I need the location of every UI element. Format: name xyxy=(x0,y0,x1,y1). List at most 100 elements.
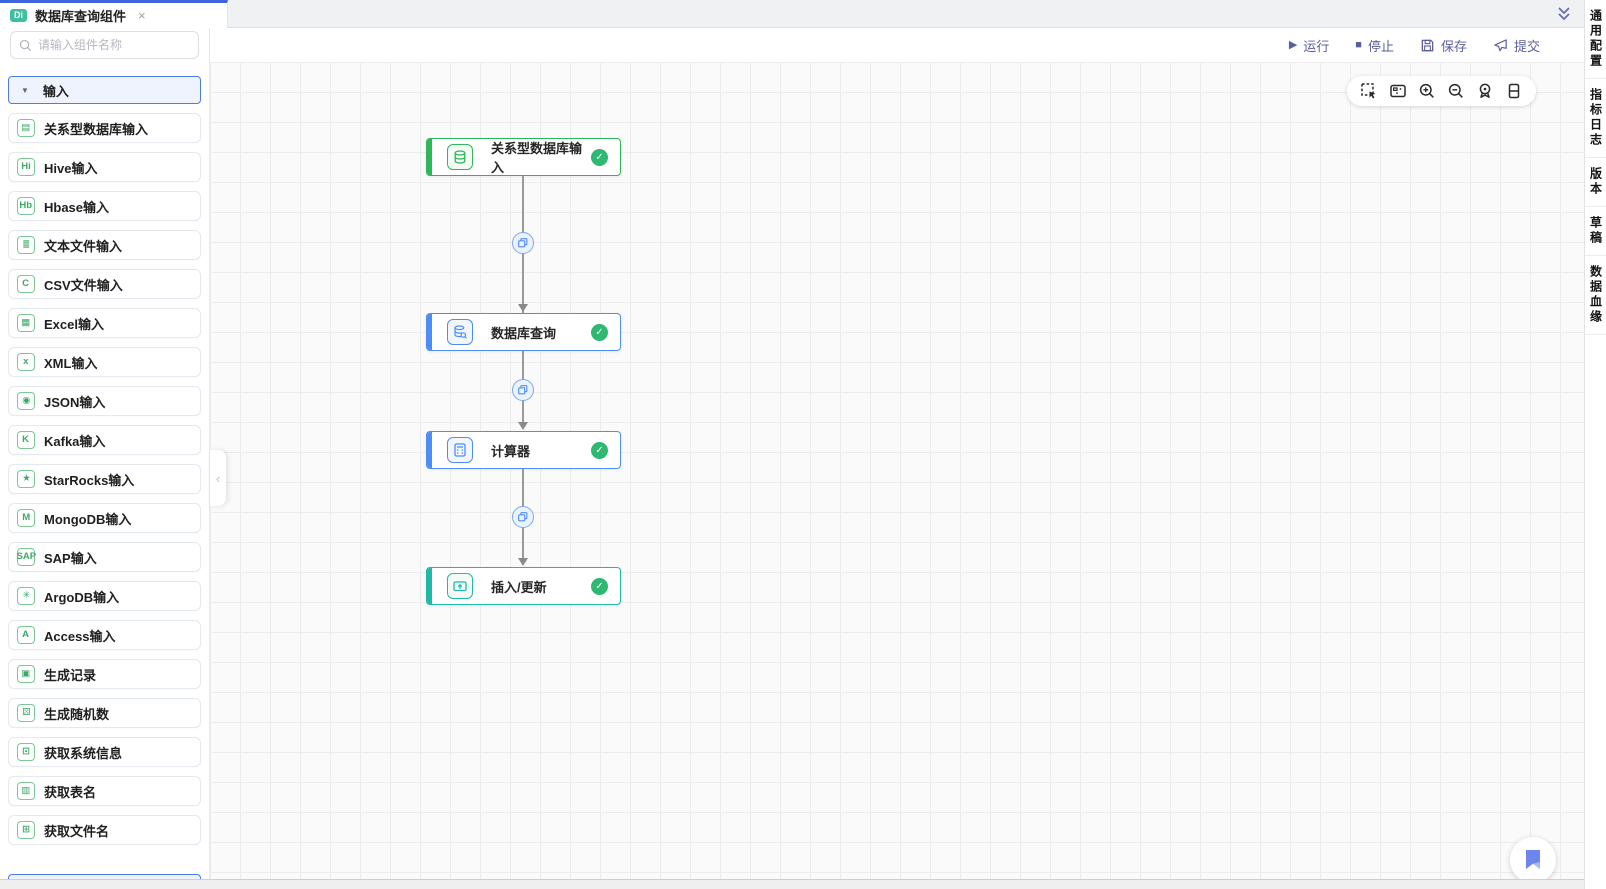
component-list-item[interactable]: ▥ 获取表名 xyxy=(8,776,201,806)
component-list-item[interactable]: x XML输入 xyxy=(8,347,201,377)
right-panel-tab[interactable]: 指标日志 xyxy=(1585,79,1606,158)
right-panel-tab[interactable]: 版本 xyxy=(1585,158,1606,207)
sidebar-collapse-handle[interactable]: ‹ xyxy=(210,450,226,506)
submit-label: 提交 xyxy=(1513,38,1540,54)
stop-button[interactable]: ■ 停止 xyxy=(1355,36,1394,55)
marquee-select-icon[interactable] xyxy=(1360,82,1378,100)
component-icon: SAP xyxy=(16,548,36,566)
save-label: 保存 xyxy=(1440,38,1467,54)
component-list-item[interactable]: ▣ 生成记录 xyxy=(8,659,201,689)
component-label: MongoDB输入 xyxy=(44,511,132,527)
paper-plane-icon xyxy=(1494,38,1507,51)
zoom-in-icon[interactable] xyxy=(1418,82,1436,100)
arrow-down-icon xyxy=(518,422,528,430)
tab-database-query-component[interactable]: Di 数据库查询组件 × xyxy=(0,0,228,28)
component-list-item[interactable]: ⊞ 获取文件名 xyxy=(8,815,201,845)
node-label: 数据库查询 xyxy=(491,325,557,341)
node-insert-update[interactable]: 插入/更新 ✓ xyxy=(426,567,621,605)
component-label: 获取文件名 xyxy=(44,823,110,839)
component-search[interactable] xyxy=(10,31,199,59)
stop-label: 停止 xyxy=(1367,38,1394,54)
component-list-item[interactable]: A Access输入 xyxy=(8,620,201,650)
arrow-down-icon xyxy=(518,304,528,312)
component-label: ArgoDB输入 xyxy=(44,589,120,605)
node-accent-bar xyxy=(427,568,432,604)
connector-copy-button[interactable] xyxy=(512,379,534,401)
component-list-item[interactable]: ✳ ArgoDB输入 xyxy=(8,581,201,611)
right-panel-tab[interactable]: 草稿 xyxy=(1585,207,1606,256)
component-list-item[interactable]: M MongoDB输入 xyxy=(8,503,201,533)
success-check-icon: ✓ xyxy=(591,577,608,595)
flow-canvas[interactable]: 关系型数据库输入 ✓ 数据库查询 ✓ 计算器 ✓ xyxy=(210,62,1584,879)
success-check-icon: ✓ xyxy=(591,148,608,166)
connector-copy-button[interactable] xyxy=(512,506,534,528)
copy-icon xyxy=(518,385,528,395)
copy-icon xyxy=(518,512,528,522)
component-icon: ✳ xyxy=(17,587,35,605)
submit-button[interactable]: 提交 xyxy=(1493,36,1540,55)
success-check-icon: ✓ xyxy=(591,323,608,341)
run-button[interactable]: ▶ 运行 xyxy=(1289,36,1329,55)
section-header-input[interactable]: ▼ 输入 xyxy=(8,76,201,104)
chevron-double-down-icon[interactable] xyxy=(1554,5,1574,23)
right-panel-tab[interactable]: 数据血缘 xyxy=(1585,256,1606,335)
locate-fit-icon[interactable] xyxy=(1476,82,1494,100)
component-list-item[interactable]: ⊡ 获取系统信息 xyxy=(8,737,201,767)
canvas-zoom-toolbar xyxy=(1347,76,1536,106)
component-list-item[interactable]: Hb Hbase输入 xyxy=(8,191,201,221)
component-icon: ▤ xyxy=(17,119,35,137)
component-icon: ◉ xyxy=(17,392,35,410)
component-label: 获取系统信息 xyxy=(44,745,123,761)
run-label: 运行 xyxy=(1303,38,1330,54)
component-list-item[interactable]: ★ StarRocks输入 xyxy=(8,464,201,494)
save-button[interactable]: 保存 xyxy=(1420,36,1467,55)
component-icon: ★ xyxy=(17,470,35,488)
component-label: Kafka输入 xyxy=(44,433,106,449)
component-list-item[interactable]: ⚄ 生成随机数 xyxy=(8,698,201,728)
chevron-down-icon: ▼ xyxy=(21,85,29,95)
component-list-item[interactable]: K Kafka输入 xyxy=(8,425,201,455)
component-label: 生成记录 xyxy=(44,667,97,683)
zoom-out-icon[interactable] xyxy=(1447,82,1465,100)
tab-bar: Di 数据库查询组件 × xyxy=(0,0,1584,28)
component-list-item[interactable]: C CSV文件输入 xyxy=(8,269,201,299)
action-toolbar: ▶ 运行 ■ 停止 保存 提交 xyxy=(210,28,1584,62)
connector-copy-button[interactable] xyxy=(512,232,534,254)
component-icon: x xyxy=(17,353,35,371)
component-list-item[interactable]: ≣ 文本文件输入 xyxy=(8,230,201,260)
component-icon: ≣ xyxy=(17,236,35,254)
component-list-item[interactable]: ▦ Excel输入 xyxy=(8,308,201,338)
node-label: 计算器 xyxy=(491,443,531,459)
node-label: 关系型数据库输入 xyxy=(491,141,583,175)
node-accent-bar xyxy=(427,314,432,350)
right-panel-tab[interactable]: 通用配置 xyxy=(1585,0,1606,79)
minimap-icon[interactable] xyxy=(1389,82,1407,100)
component-label: Hive输入 xyxy=(44,160,98,176)
node-database-query[interactable]: 数据库查询 ✓ xyxy=(426,313,621,351)
chevron-left-icon: ‹ xyxy=(215,470,221,486)
database-query-icon xyxy=(447,319,473,345)
component-list-item[interactable]: ▤ 关系型数据库输入 xyxy=(8,113,201,143)
search-input[interactable] xyxy=(38,38,190,52)
close-icon[interactable]: × xyxy=(138,8,146,23)
bookmark-view-icon[interactable] xyxy=(1505,82,1523,100)
node-relational-db-input[interactable]: 关系型数据库输入 ✓ xyxy=(426,138,621,176)
component-icon: Hi xyxy=(17,158,35,176)
component-label: SAP输入 xyxy=(44,550,97,566)
note-bookmark-button[interactable] xyxy=(1510,837,1556,879)
node-calculator[interactable]: 计算器 ✓ xyxy=(426,431,621,469)
component-label: Hbase输入 xyxy=(44,199,110,215)
node-label: 插入/更新 xyxy=(491,579,547,595)
insert-update-icon xyxy=(447,573,473,599)
component-list-item[interactable]: SAP SAP输入 xyxy=(8,542,201,572)
component-list-item[interactable]: Hi Hive输入 xyxy=(8,152,201,182)
component-list-item[interactable]: ◉ JSON输入 xyxy=(8,386,201,416)
di-badge: Di xyxy=(10,9,27,22)
component-label: 获取表名 xyxy=(44,784,97,800)
bookmark-icon xyxy=(1526,850,1540,869)
component-label: Access输入 xyxy=(44,628,116,644)
component-icon: Hb xyxy=(17,197,35,215)
component-label: CSV文件输入 xyxy=(44,277,123,293)
bottom-scrollbar-track[interactable] xyxy=(0,879,1584,889)
component-label: 文本文件输入 xyxy=(44,238,123,254)
